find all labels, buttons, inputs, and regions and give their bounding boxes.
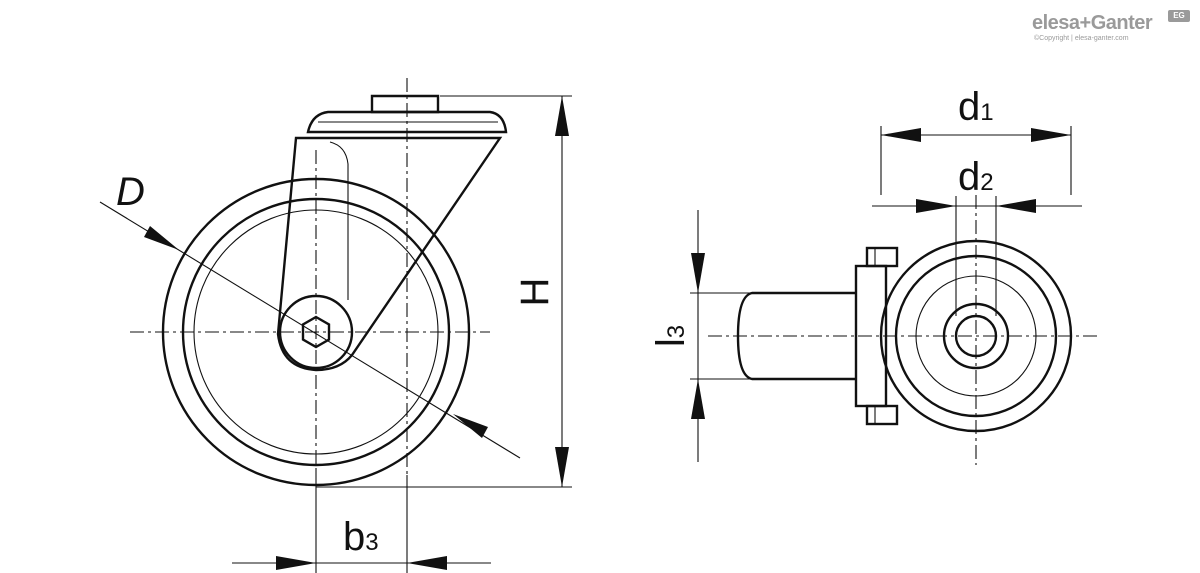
front-wheel-tread [894, 254, 1058, 418]
d2-arrow-right [996, 199, 1036, 213]
diameter-arrow-upper [144, 226, 179, 250]
axle-boss [278, 294, 354, 370]
d2-arrow-left [916, 199, 956, 213]
height-arrow-bottom [555, 447, 569, 487]
front-view: d1 d2 l3 [649, 85, 1100, 465]
dim-label-H: H [513, 278, 557, 307]
height-arrow-top [555, 96, 569, 136]
brand-copyright: ©Copyright | elesa-ganter.com [1034, 35, 1129, 42]
l3-arrow-top [691, 253, 705, 293]
dim-label-d2: d2 [958, 155, 994, 199]
d1-arrow-left [881, 128, 921, 142]
offset-arrow-left [276, 556, 316, 570]
dim-label-b3: b3 [343, 515, 379, 559]
brand-badge: EG [1168, 10, 1190, 22]
fork-inner-edge [329, 141, 349, 300]
front-wheel-rim [915, 275, 1037, 397]
fork-body [276, 136, 503, 372]
l3-arrow-bottom [691, 379, 705, 419]
brand-logo: elesa+Ganter EG ©Copyright | elesa-gante… [1032, 10, 1192, 46]
mounting-plate [306, 110, 508, 134]
side-view: D H b3 [99, 78, 572, 573]
front-bolt-stem [736, 291, 856, 381]
d1-arrow-right [1031, 128, 1071, 142]
brand-name: elesa+Ganter [1032, 12, 1153, 34]
front-hub-bore [954, 314, 998, 358]
axle-nut-hexagon [301, 315, 331, 349]
offset-arrow-right [407, 556, 447, 570]
wheel-rim-circle [193, 209, 439, 455]
front-top-nut [865, 246, 899, 268]
diameter-arrow-lower [453, 414, 488, 438]
dim-label-d1: d1 [958, 85, 994, 129]
dim-label-l3: l3 [649, 325, 693, 347]
bolt-stem [370, 94, 440, 114]
wheel-tread-circle [181, 197, 451, 467]
front-wheel-outer [879, 239, 1073, 433]
dim-label-D: D [116, 170, 145, 214]
front-bottom-nut [865, 404, 899, 426]
front-hub-outer [942, 302, 1010, 370]
